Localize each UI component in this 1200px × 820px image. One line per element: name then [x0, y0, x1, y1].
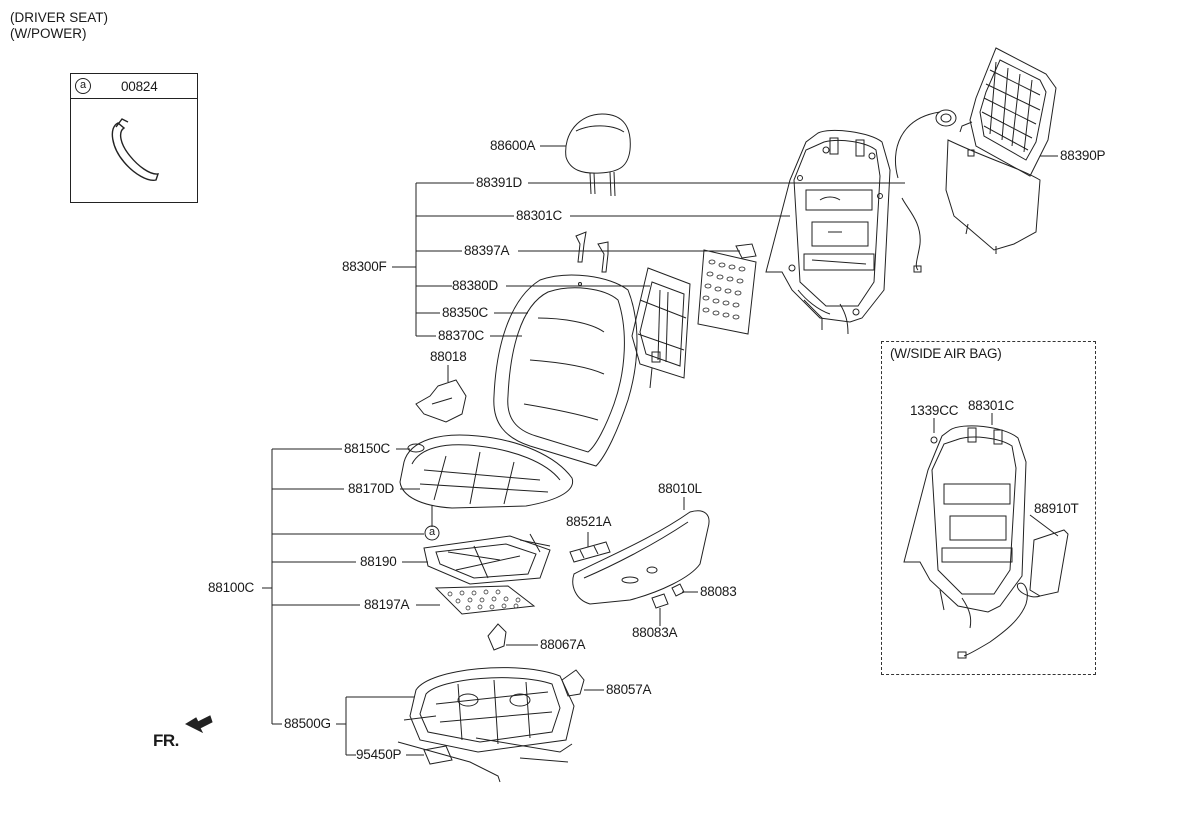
- label-88350C[interactable]: 88350C: [442, 305, 489, 320]
- label-88397A[interactable]: 88397A: [464, 243, 510, 258]
- heater-mat-drawing: [423, 533, 551, 585]
- header-line-1: (DRIVER SEAT): [10, 10, 109, 25]
- label-88083[interactable]: 88083: [700, 584, 737, 599]
- knob-88083A-drawing: [651, 593, 669, 609]
- inset-box-header: a 00824: [71, 74, 197, 99]
- wire-harness-drawing: [894, 109, 957, 273]
- clip-00824-drawing: [111, 118, 160, 181]
- label-88500G[interactable]: 88500G: [284, 716, 331, 731]
- label-88370C[interactable]: 88370C: [438, 328, 485, 343]
- label-88300F[interactable]: 88300F: [342, 259, 387, 274]
- label-88910T[interactable]: 88910T: [1034, 501, 1079, 516]
- track-assembly-drawing: [397, 667, 575, 783]
- front-arrow-icon: [184, 715, 213, 734]
- headrest-drawing: [565, 113, 631, 197]
- header-line-2: (W/POWER): [10, 26, 87, 41]
- inset-marker: a: [75, 78, 91, 94]
- leader-lines: [262, 145, 1059, 756]
- back-board-drawing: [945, 47, 1057, 254]
- inset-box: a 00824: [70, 73, 198, 203]
- seat-cushion-drawing: [399, 434, 574, 509]
- airbag-box-title: (W/SIDE AIR BAG): [890, 346, 1002, 361]
- back-frame-drawing: [765, 129, 891, 335]
- label-88390P[interactable]: 88390P: [1060, 148, 1106, 163]
- link-parts-drawing: [575, 231, 609, 273]
- small-brackets-drawing: [487, 623, 585, 697]
- side-shield-drawing: [572, 510, 710, 605]
- label-88100C[interactable]: 88100C: [208, 580, 255, 595]
- mesh-panel-drawing: [697, 243, 757, 335]
- airbag-frame-drawing: [903, 425, 1069, 659]
- label-88600A[interactable]: 88600A: [490, 138, 536, 153]
- module-95450P-drawing: [423, 745, 453, 765]
- label-88391D[interactable]: 88391D: [476, 175, 523, 190]
- label-88150C[interactable]: 88150C: [344, 441, 391, 456]
- label-88018[interactable]: 88018: [430, 349, 467, 364]
- label-88190[interactable]: 88190: [360, 554, 397, 569]
- lumbar-support-drawing: [631, 267, 691, 389]
- label-95450P[interactable]: 95450P: [356, 747, 402, 762]
- inset-part-number[interactable]: 00824: [121, 79, 158, 94]
- label-88197A[interactable]: 88197A: [364, 597, 410, 612]
- side-airbag-box: (W/SIDE AIR BAG) 1339CC 88301C 88910T: [881, 341, 1096, 675]
- label-88301C[interactable]: 88301C: [516, 208, 563, 223]
- mesh-pad-drawing: [434, 585, 536, 615]
- label-88010L[interactable]: 88010L: [658, 481, 702, 496]
- label-88521A[interactable]: 88521A: [566, 514, 612, 529]
- label-88057A[interactable]: 88057A: [606, 682, 652, 697]
- label-88170D[interactable]: 88170D: [348, 481, 395, 496]
- label-88067A[interactable]: 88067A: [540, 637, 586, 652]
- callout-a: a: [428, 526, 436, 538]
- label-88380D[interactable]: 88380D: [452, 278, 499, 293]
- label-1339CC[interactable]: 1339CC: [910, 403, 959, 418]
- front-direction-label: FR.: [153, 731, 179, 750]
- knob-88083-drawing: [671, 583, 685, 597]
- label-airbag-88301C[interactable]: 88301C: [968, 398, 1015, 413]
- label-88083A[interactable]: 88083A: [632, 625, 678, 640]
- seat-back-cover-drawing: [493, 274, 638, 467]
- switch-88521A-drawing: [569, 541, 611, 563]
- callout-a-circle: [424, 525, 440, 541]
- bracket-88018-drawing: [415, 379, 467, 423]
